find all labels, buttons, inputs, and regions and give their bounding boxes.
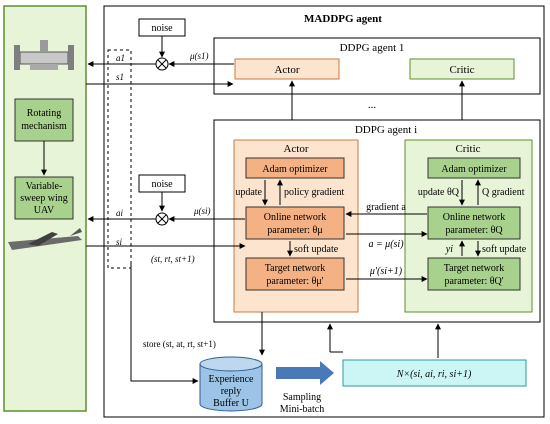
gradient-a-label: gradient a [366, 202, 406, 213]
mu-s1-label: μ(s1) [189, 51, 209, 61]
transition-label: (st, rt, st+1) [151, 254, 195, 264]
uav-box [14, 176, 74, 220]
mu-prime-label: μ'(si+1) [369, 266, 403, 277]
uav-line2: sweep wing [20, 193, 68, 204]
sampling-line1: Sampling [283, 392, 321, 403]
minibatch-label: N×(si, ai, ri, si+1) [396, 369, 472, 380]
critic-qg-label: Q gradient [482, 187, 525, 198]
buffer-line2: reply [221, 386, 242, 397]
agent1-critic-label: Critic [449, 64, 474, 76]
label-a1: a1 [116, 53, 125, 63]
agenti-frame [213, 119, 541, 323]
critic-online-box [427, 206, 521, 240]
rotating-rig-icon [14, 40, 74, 70]
mu-si-label: μ(si) [193, 206, 211, 216]
critic-update-label: update θQ [418, 187, 460, 198]
critic-target-line2: parameter: θQ' [444, 276, 503, 287]
uav-icon [8, 228, 82, 250]
maddpg-frame [103, 5, 545, 418]
sampling-arrow [276, 361, 334, 385]
actor-online-line2: parameter: θμ [267, 225, 322, 236]
actor-pg-label: policy gradient [284, 187, 344, 198]
label-s1: s1 [116, 72, 124, 82]
critic-yi-label: yi [445, 244, 453, 255]
rotating-line1: Rotating [27, 108, 61, 119]
agent1-actor-box [234, 58, 340, 80]
uav-line3: UAV [34, 205, 55, 216]
critic-adam-box [427, 157, 521, 179]
actor-online-line1: Online network [264, 212, 327, 223]
agent1-frame [213, 37, 541, 95]
rotating-line2: mechanism [21, 121, 67, 132]
actor-soft-label: soft update [294, 244, 339, 255]
label-ai: ai [116, 208, 124, 218]
noise-top-label: noise [151, 23, 173, 34]
agent1-actor-label: Actor [274, 64, 299, 76]
minibatch-box [342, 359, 527, 387]
sampling-line2: Mini-batch [280, 404, 324, 415]
critic-online-line1: Online network [443, 212, 506, 223]
buffer-line1: Experience [209, 374, 255, 385]
noise-mid-label: noise [151, 179, 173, 190]
a-eq-mu-label: a = μ(si) [368, 239, 404, 250]
agent1-critic-box [409, 58, 515, 80]
rotating-mechanism-box [14, 98, 74, 142]
actor-target-line2: parameter: θμ' [266, 276, 323, 287]
store-path-arrow [130, 262, 199, 384]
critic-adam-label: Adam optimizer [441, 164, 507, 175]
actor-target-box [245, 257, 345, 291]
actor-i-title: Actor [283, 143, 308, 155]
store-label: store (st, at, rt, st+1) [143, 339, 216, 349]
critic-target-line1: Target network [444, 263, 504, 274]
critic-target-box [427, 257, 521, 291]
actor-target-line1: Target network [265, 263, 325, 274]
ellipsis: ... [368, 99, 377, 111]
label-si: si [116, 237, 123, 247]
buffer-line3: Buffer U [213, 398, 249, 409]
agenti-title: DDPG agent i [355, 124, 417, 136]
actor-update-label: update [235, 187, 262, 198]
agent1-title: DDPG agent 1 [340, 42, 405, 54]
maddpg-title: MADDPG agent [304, 13, 382, 25]
critic-soft-label: soft update [482, 244, 527, 255]
actor-adam-label: Adam optimizer [262, 164, 328, 175]
actor-online-box [245, 206, 345, 240]
actor-adam-box [245, 157, 345, 179]
critic-i-title: Critic [455, 143, 480, 155]
experience-buffer [199, 356, 263, 412]
critic-online-line2: parameter: θQ [445, 225, 503, 236]
signal-bus [107, 49, 132, 269]
uav-line1: Variable- [26, 181, 63, 192]
